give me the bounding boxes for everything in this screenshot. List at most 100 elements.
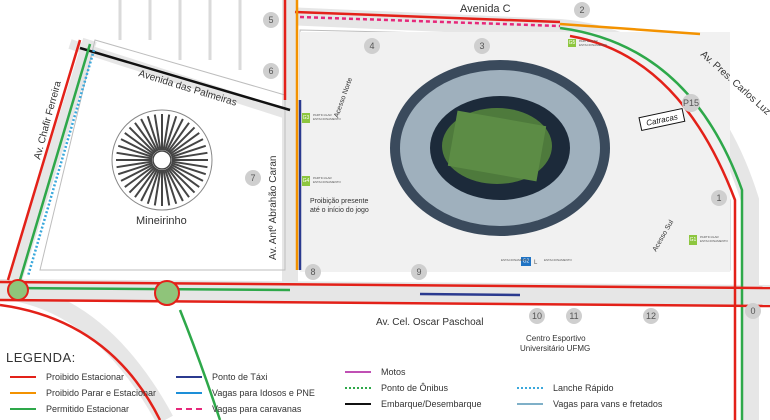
park-tag-g3: G3 PARTICULAR ESTACIONAMENTO — [302, 113, 342, 123]
svg-text:ESTACIONAMENTO: ESTACIONAMENTO — [700, 239, 729, 243]
svg-text:2: 2 — [579, 5, 584, 15]
svg-text:ESTACIONAMENTO: ESTACIONAMENTO — [579, 43, 608, 47]
svg-text:G3: G3 — [303, 115, 310, 121]
legend-item: Vagas para vans e fretados — [517, 397, 662, 411]
svg-text:0: 0 — [750, 306, 755, 316]
place-label-centro-esportivo-line2: Universitário UFMG — [520, 344, 590, 353]
legend-item: Vagas para Idosos e PNE — [176, 386, 315, 400]
street-label-avenida-c: Avenida C — [460, 3, 511, 15]
svg-text:1: 1 — [716, 193, 721, 203]
map-marker-10: 10 — [529, 308, 545, 324]
legend-item: Embarque/Desembarque — [345, 397, 482, 411]
line-prohibited-north — [294, 10, 561, 24]
line-permitted-south — [9, 286, 291, 292]
prohibition-note-line2: até o início do jogo — [310, 207, 369, 214]
svg-text:ESTACIONAMENTO: ESTACIONAMENTO — [544, 258, 573, 262]
legend-item: Vagas para caravanas — [176, 402, 301, 416]
park-tag-g1: G1 PARTICULAR ESTACIONAMENTO — [689, 235, 729, 245]
legend-item: Proibido Estacionar — [10, 370, 124, 384]
svg-text:11: 11 — [569, 311, 578, 321]
prohibition-note-line1: Proibição presente — [310, 198, 368, 205]
legend-item: Proibido Parar e Estacionar — [10, 386, 156, 400]
svg-text:G5: G5 — [569, 40, 576, 46]
legend-label: Vagas para caravanas — [212, 404, 302, 414]
legend-label: Motos — [381, 367, 406, 377]
svg-text:4: 4 — [369, 41, 374, 51]
svg-text:PARTICULAR: PARTICULAR — [579, 39, 599, 43]
legend-swatch — [10, 376, 36, 378]
place-label-centro-esportivo-line1: Centro Esportivo — [526, 334, 586, 343]
legend-label: Vagas para vans e fretados — [553, 399, 663, 409]
legend-swatch — [517, 387, 543, 389]
legend-item: Ponto de Táxi — [176, 370, 267, 384]
roundabouts — [7, 279, 180, 306]
legend-swatch — [345, 371, 371, 373]
legend-item: Lanche Rápido — [517, 381, 614, 395]
map-marker-11: 11 — [566, 308, 582, 324]
svg-text:G2: G2 — [523, 259, 530, 265]
line-prohibited-east — [569, 34, 737, 420]
line-lanche-chafic — [26, 49, 96, 277]
legend-swatch — [176, 408, 202, 410]
legend-item: Permitido Estacionar — [10, 402, 129, 416]
legend-item: Motos — [345, 365, 406, 379]
map-marker-12: 12 — [643, 308, 659, 324]
map-marker-3: 3 — [474, 38, 490, 54]
street-label-abrahao-caran: Av. Antº Abrahão Caran — [268, 156, 279, 260]
map-marker-8: 8 — [305, 264, 321, 280]
map-marker-7: 7 — [245, 170, 261, 186]
park-tag-p15: P15 — [682, 94, 700, 112]
legend-item: Ponto de Ônibus — [345, 381, 448, 395]
stadium-complex — [300, 32, 730, 272]
legend-label: Proibido Parar e Estacionar — [46, 388, 157, 398]
legend-title: LEGENDA: — [6, 350, 76, 365]
legend-label: Ponto de Táxi — [212, 372, 268, 382]
legend-swatch — [517, 403, 543, 405]
catracas-sign: Catracas — [638, 107, 686, 132]
svg-text:PARTICULAR: PARTICULAR — [313, 176, 333, 180]
map-marker-4: 4 — [364, 38, 380, 54]
line-prohibited-chafic-outer — [6, 39, 82, 281]
line-prohibited-south-2 — [0, 298, 770, 308]
legend-label: Vagas para Idosos e PNE — [212, 388, 315, 398]
legend-label: Proibido Estacionar — [46, 372, 125, 382]
map-marker-0: 0 — [745, 303, 761, 319]
svg-text:12: 12 — [646, 311, 656, 321]
mineirinho-arena — [111, 109, 213, 211]
svg-text:L: L — [534, 260, 538, 266]
svg-text:ESTACIONAMENTO: ESTACIONAMENTO — [501, 258, 530, 262]
legend-swatch — [176, 376, 202, 378]
legend-swatch — [10, 392, 36, 394]
legend-swatch — [176, 392, 202, 394]
park-tag-g5: G5 PARTICULAR ESTACIONAMENTO — [568, 39, 608, 47]
legend-label: Ponto de Ônibus — [381, 383, 449, 393]
svg-text:5: 5 — [268, 15, 273, 25]
map-marker-5: 5 — [263, 12, 279, 28]
line-embarque-palmeiras — [79, 46, 291, 112]
svg-text:P15: P15 — [683, 98, 699, 108]
svg-text:PARTICULAR: PARTICULAR — [700, 235, 720, 239]
place-label-mineirinho: Mineirinho — [136, 215, 187, 227]
svg-text:ESTACIONAMENTO: ESTACIONAMENTO — [313, 117, 342, 121]
map-marker-6: 6 — [263, 63, 279, 79]
legend-label: Embarque/Desembarque — [381, 399, 482, 409]
legend-swatch — [10, 408, 36, 410]
line-caravan-north — [299, 15, 561, 28]
line-taxi-south — [419, 292, 521, 297]
line-no-stop-top — [559, 22, 701, 36]
legend-swatch — [345, 387, 371, 389]
svg-text:PARTICULAR: PARTICULAR — [313, 113, 333, 117]
svg-text:8: 8 — [310, 267, 315, 277]
svg-text:G1: G1 — [690, 237, 697, 243]
svg-text:3: 3 — [479, 41, 484, 51]
line-permitted-curve — [178, 309, 222, 420]
park-tag-g2: G2 ESTACIONAMENTO L ESTACIONAMENTO — [501, 257, 573, 266]
line-permitted-chafic — [18, 43, 92, 281]
svg-text:10: 10 — [532, 311, 542, 321]
legend-label: Permitido Estacionar — [46, 404, 130, 414]
svg-text:ESTACIONAMENTO: ESTACIONAMENTO — [313, 180, 342, 184]
svg-text:6: 6 — [268, 66, 273, 76]
